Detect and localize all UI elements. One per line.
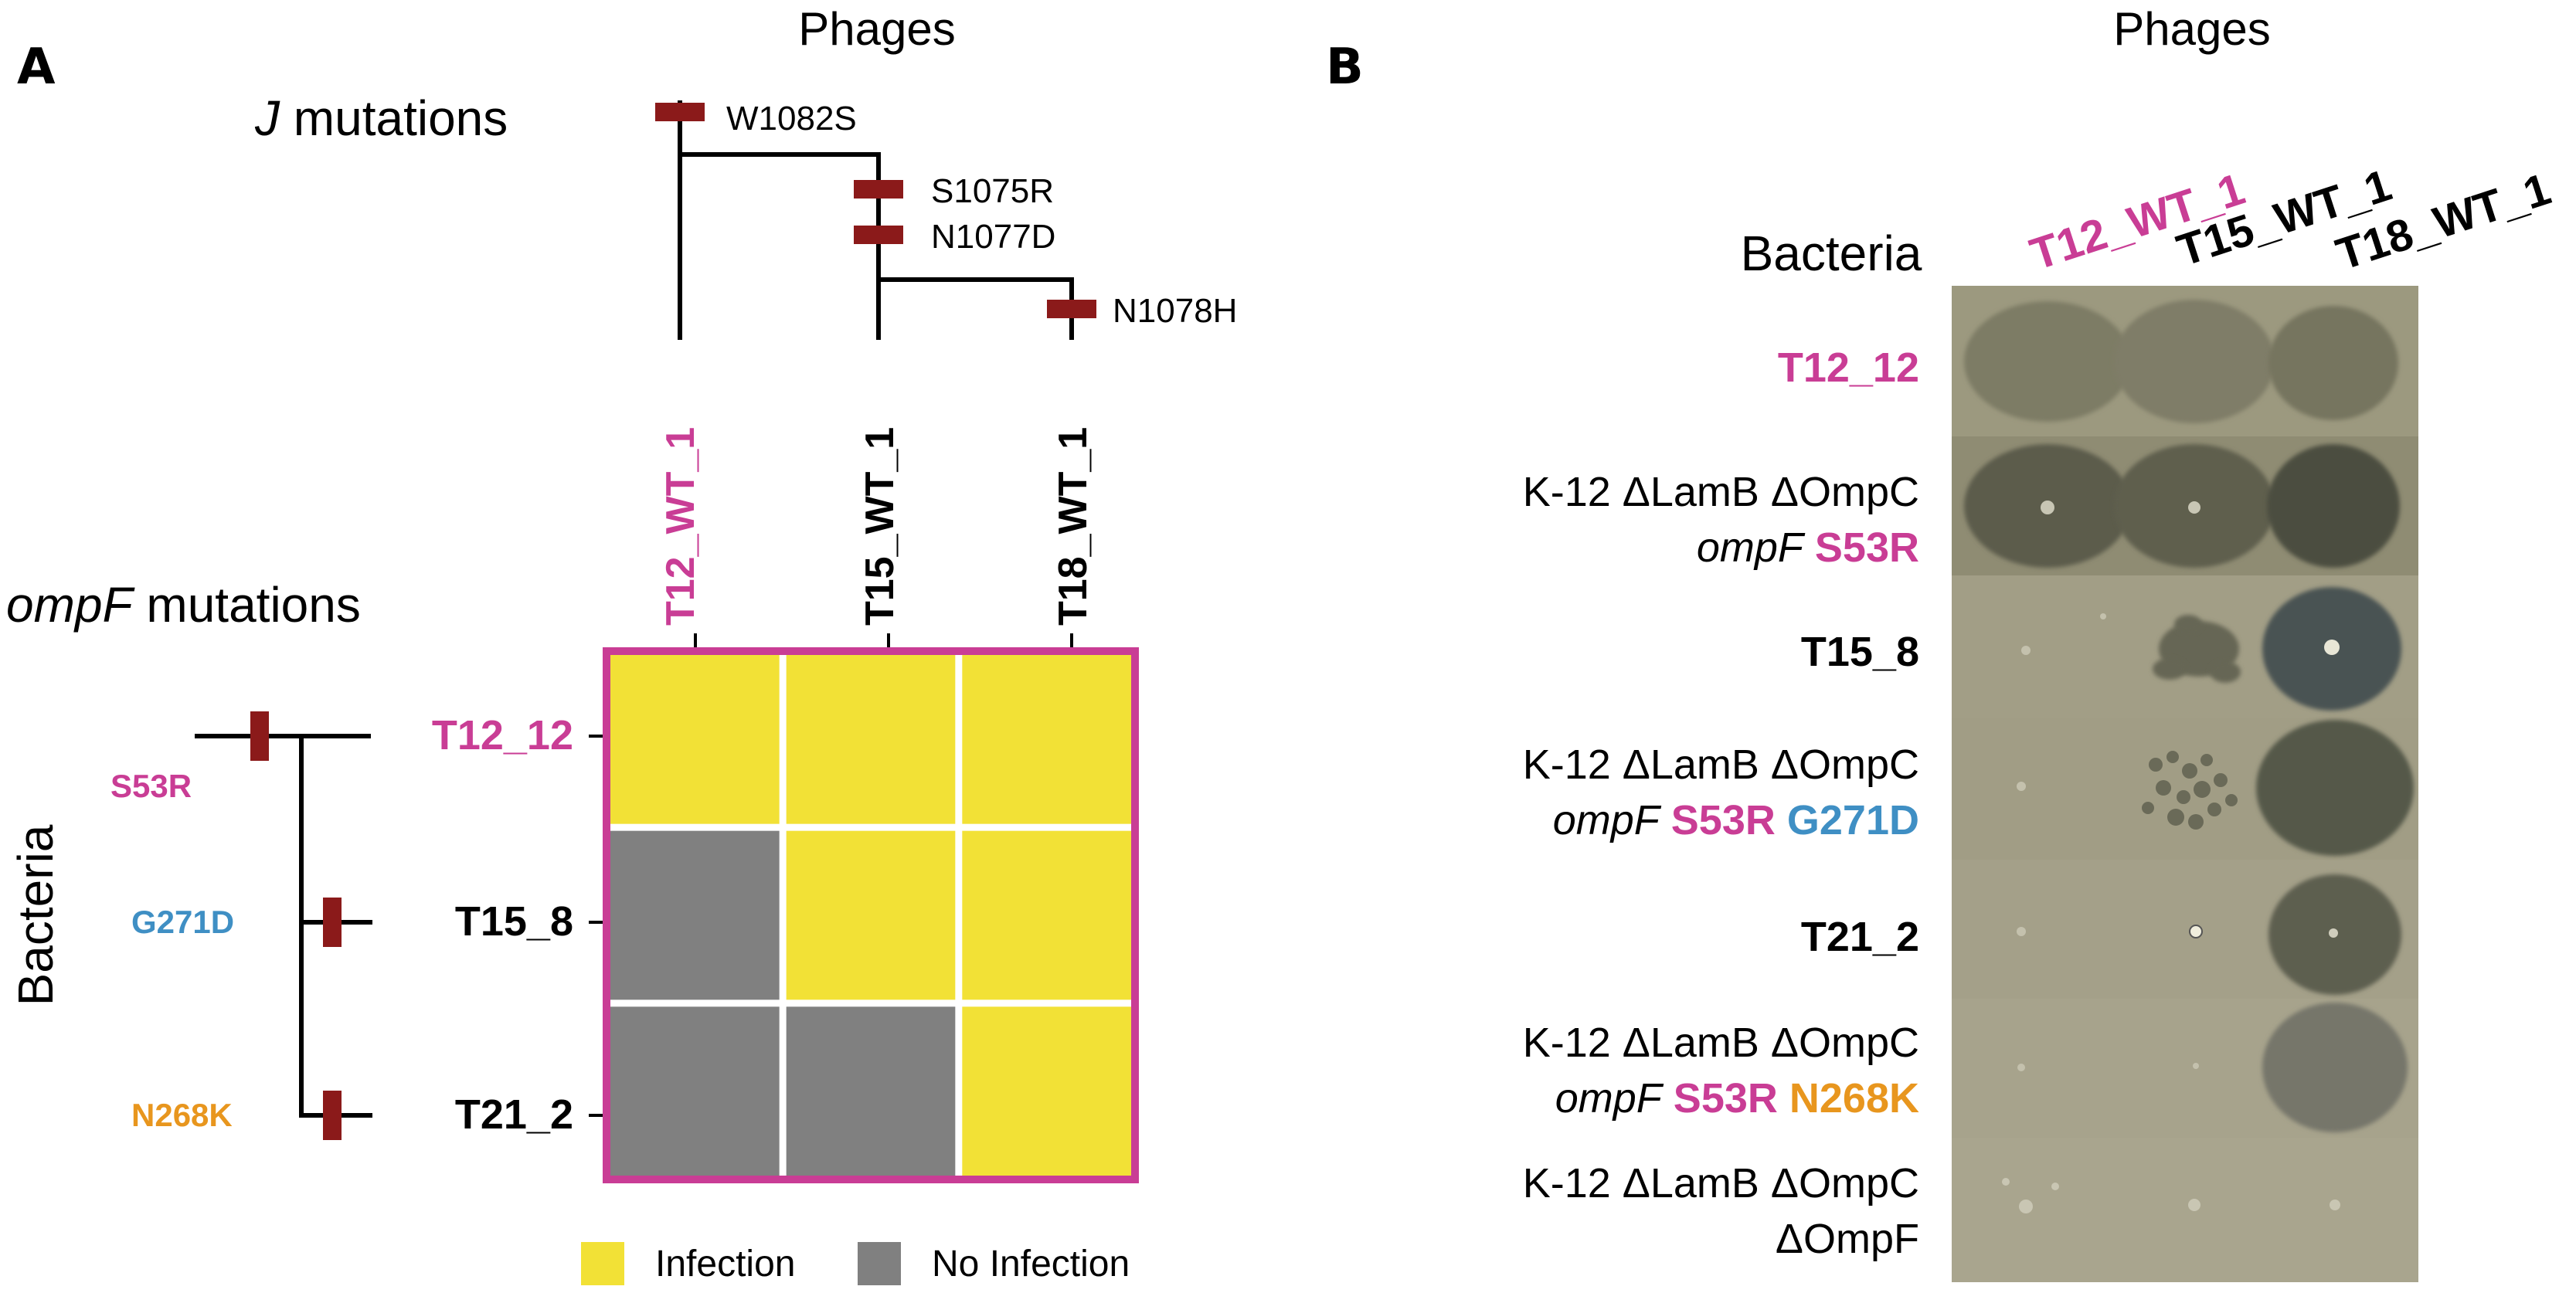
panel-a-letter: A [17,39,56,96]
legend-no-infection-label: No Infection [932,1244,1130,1285]
plaque-center [2017,1064,2025,1071]
plaque-center [2041,501,2054,514]
phage-mutation-label: N1078H [1113,292,1237,330]
phage-mutation-label: N1077D [931,218,1055,256]
plate-row-label-genotype: ompF S53R [1697,524,1919,571]
phage-mutation-label: S1075R [931,172,1054,210]
plaque-spot [2256,720,2414,856]
ompf-mutations-word: mutations [133,577,361,633]
plate-row-label: ΔOmpF [1776,1216,1919,1262]
bacteria-row-label: T15_8 [455,898,573,945]
plaque-center [2019,1200,2033,1213]
plate-row-label: K-12 ΔLamB ΔOmpC [1523,1020,1919,1066]
plaque-assay-plate [1952,286,2418,1282]
plate-row-label: K-12 ΔLamB ΔOmpC [1523,742,1919,788]
plaque-spot [2262,1003,2408,1132]
ompf-gene-name: ompF [1697,524,1806,571]
j-mutations-word: mutations [280,90,508,146]
bacteria-mutation-bar [250,711,269,761]
matrix-cell-infection [786,655,956,824]
bacteria-mutation-label: N268K [131,1097,233,1133]
legend-infection-label: Infection [655,1244,795,1285]
panel-b-bacteria-title: Bacteria [1741,226,1922,281]
ompf-gene-name: ompF [6,577,136,633]
mutation-n268k: N268K [1789,1075,1919,1122]
matrix-cell-infection [610,655,780,824]
panel-a: A Phages J mutations W1082S S1075R N1077… [6,3,1237,1285]
legend-infection-swatch [581,1242,624,1285]
plate-row-label: T21_2 [1801,914,1919,960]
matrix-cell-infection [962,830,1131,1000]
bacteria-row-label: T12_12 [432,712,573,758]
phage-mutation-label: W1082S [726,100,857,137]
mutation-s53r: S53R [1815,524,1919,571]
plaque-center [2324,640,2340,655]
phage-column-label: T12_WT_1 [658,427,703,626]
j-gene-name: J [254,90,280,146]
legend-no-infection-swatch [858,1242,901,1285]
plaque-center [2329,928,2338,938]
matrix-cell-no-infection [610,1006,780,1176]
bacteria-mutation-label: S53R [110,768,192,804]
ompf-gene-name: ompF [1553,797,1662,843]
phage-column-label: T18_WT_1 [1051,427,1096,626]
mutation-g271d: G271D [1787,797,1919,843]
matrix-cell-infection [962,1006,1131,1176]
plaque-spot [2268,306,2398,420]
mutation-s53r: S53R [1671,797,1776,843]
plaque-center [2188,501,2200,514]
plate-row-label: K-12 ΔLamB ΔOmpC [1523,469,1919,515]
plaque-center [2188,1199,2200,1211]
phage-mutation-bar [1047,300,1096,318]
matrix-cell-no-infection [610,830,780,1000]
panel-a-bacteria-title: Bacteria [8,824,63,1006]
plaque-spot [2114,300,2275,423]
ompf-mutations-label: ompF mutations [6,577,361,633]
bacteria-mutation-bar [323,1091,342,1140]
plate-row-label-genotype: ompF S53R G271D [1553,797,1919,843]
ompf-gene-name: ompF [1555,1075,1664,1122]
plaque-center [2017,782,2026,791]
matrix-cell-infection [962,655,1131,824]
plaque-center [2193,1063,2199,1069]
plaque-spot [2267,444,2400,568]
plaque-center [2100,613,2106,619]
phage-mutation-bar [854,180,903,199]
panel-b-phages-title: Phages [2113,3,2271,55]
panel-a-phages-title: Phages [798,3,956,55]
plate-row-label: T15_8 [1801,629,1919,675]
plaque-center [2330,1200,2340,1210]
plaque-spot [1964,301,2131,422]
matrix-cell-no-infection [786,1006,956,1176]
phage-column-label: T15_WT_1 [858,427,902,626]
plaque-center [2002,1178,2010,1186]
phage-mutation-bar [854,226,903,244]
plate-row-label: K-12 ΔLamB ΔOmpC [1523,1160,1919,1206]
plaque-center [2051,1183,2059,1190]
panel-b-letter: B [1326,39,1364,96]
bacteria-row-label: T21_2 [455,1091,573,1138]
plaque-center [2021,646,2031,655]
plate-row-label: T12_12 [1778,344,1919,391]
bacteria-mutation-label: G271D [131,904,234,940]
panel-b: B Phages Bacteria T12_WT_1 T15_WT_1 T18_… [1326,3,2557,1282]
phage-mutation-bar [655,103,705,121]
bacteria-mutation-marks [250,711,342,1140]
plaque-center [2017,927,2026,936]
sparse-plaques [2142,751,2238,830]
bacteria-mutation-bar [323,898,342,947]
phage-mutation-marks [655,103,1096,318]
plaque-spot [2210,661,2241,683]
matrix-cell-infection [786,830,956,1000]
plaque-center [2189,925,2203,938]
infection-matrix [603,647,1139,1183]
plate-row-label-genotype: ompF S53R N268K [1555,1075,1919,1122]
plaque-spot [2153,658,2187,680]
mutation-s53r: S53R [1674,1075,1778,1122]
matrix-ticks [589,633,1073,1117]
plaque-spot [2174,615,2202,633]
j-mutations-label: J mutations [254,90,508,146]
